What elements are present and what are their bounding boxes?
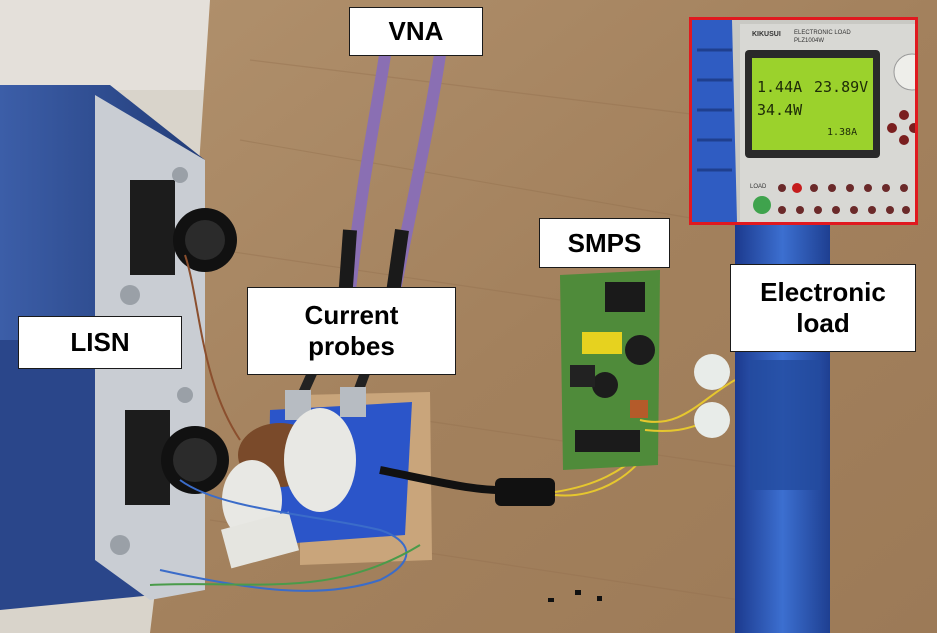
load-terminal-2 (694, 402, 730, 438)
smps-label: SMPS (539, 218, 670, 268)
brand-label: KIKUSUI (752, 31, 781, 38)
load-panel-closeup: 1.44A 23.89V 34.4W 1.38A KIKUSUI ELECTRO… (692, 20, 915, 222)
electronic-load-label: Electronic load (730, 264, 916, 352)
lcd-voltage: 23.89V (814, 78, 868, 96)
smps-board (560, 270, 660, 470)
power-cord (379, 466, 501, 494)
model-label: PLZ1004W (794, 38, 824, 44)
vna-label: VNA (349, 7, 483, 56)
power-plug (495, 478, 555, 506)
current-probes (221, 387, 366, 569)
left-wall (0, 0, 240, 90)
lisn-device (0, 85, 237, 610)
lisn-label: LISN (18, 316, 182, 369)
load-terminal-1 (694, 354, 730, 390)
load-button (753, 196, 771, 214)
lcd-setting: 1.38A (827, 127, 857, 138)
instrument-inset: 1.44A 23.89V 34.4W 1.38A KIKUSUI ELECTRO… (689, 17, 918, 225)
lcd-current: 1.44A (757, 78, 802, 96)
load-button-label: LOAD (750, 184, 767, 190)
panel-buttons (753, 183, 910, 214)
lcd-power: 34.4W (757, 101, 803, 119)
arrow-keys (887, 110, 915, 145)
current-probes-label: Current probes (247, 287, 456, 375)
lcd-screen (752, 58, 873, 150)
device-label: ELECTRONIC LOAD (794, 30, 851, 36)
